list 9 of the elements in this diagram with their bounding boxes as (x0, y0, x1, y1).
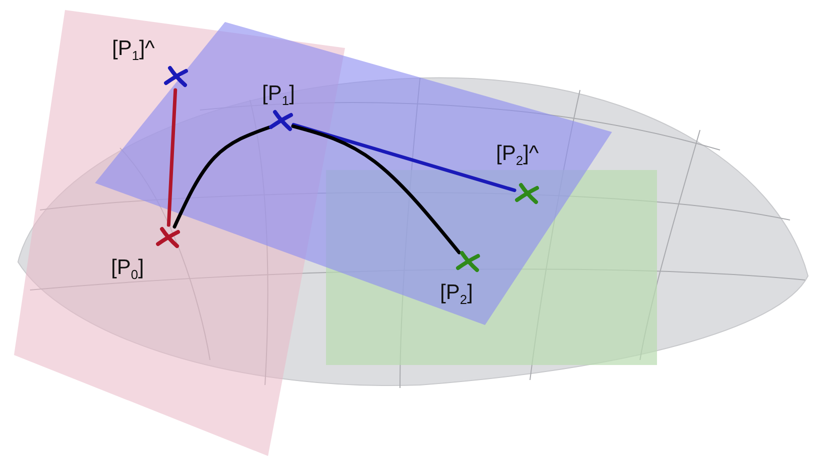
connecting-line (172, 126, 272, 228)
connecting-line (291, 124, 461, 254)
connecting-line (166, 88, 178, 227)
point-label: [P$_{1}$] (262, 83, 295, 108)
point-label: [P$_{0}$] (111, 257, 144, 282)
point-label: [P$_{2}$]^ (496, 143, 539, 168)
connecting-line (292, 122, 516, 192)
point-label: [P$_{2}$] (440, 282, 473, 306)
point-label: [P$_{1}$]^ (112, 38, 155, 62)
